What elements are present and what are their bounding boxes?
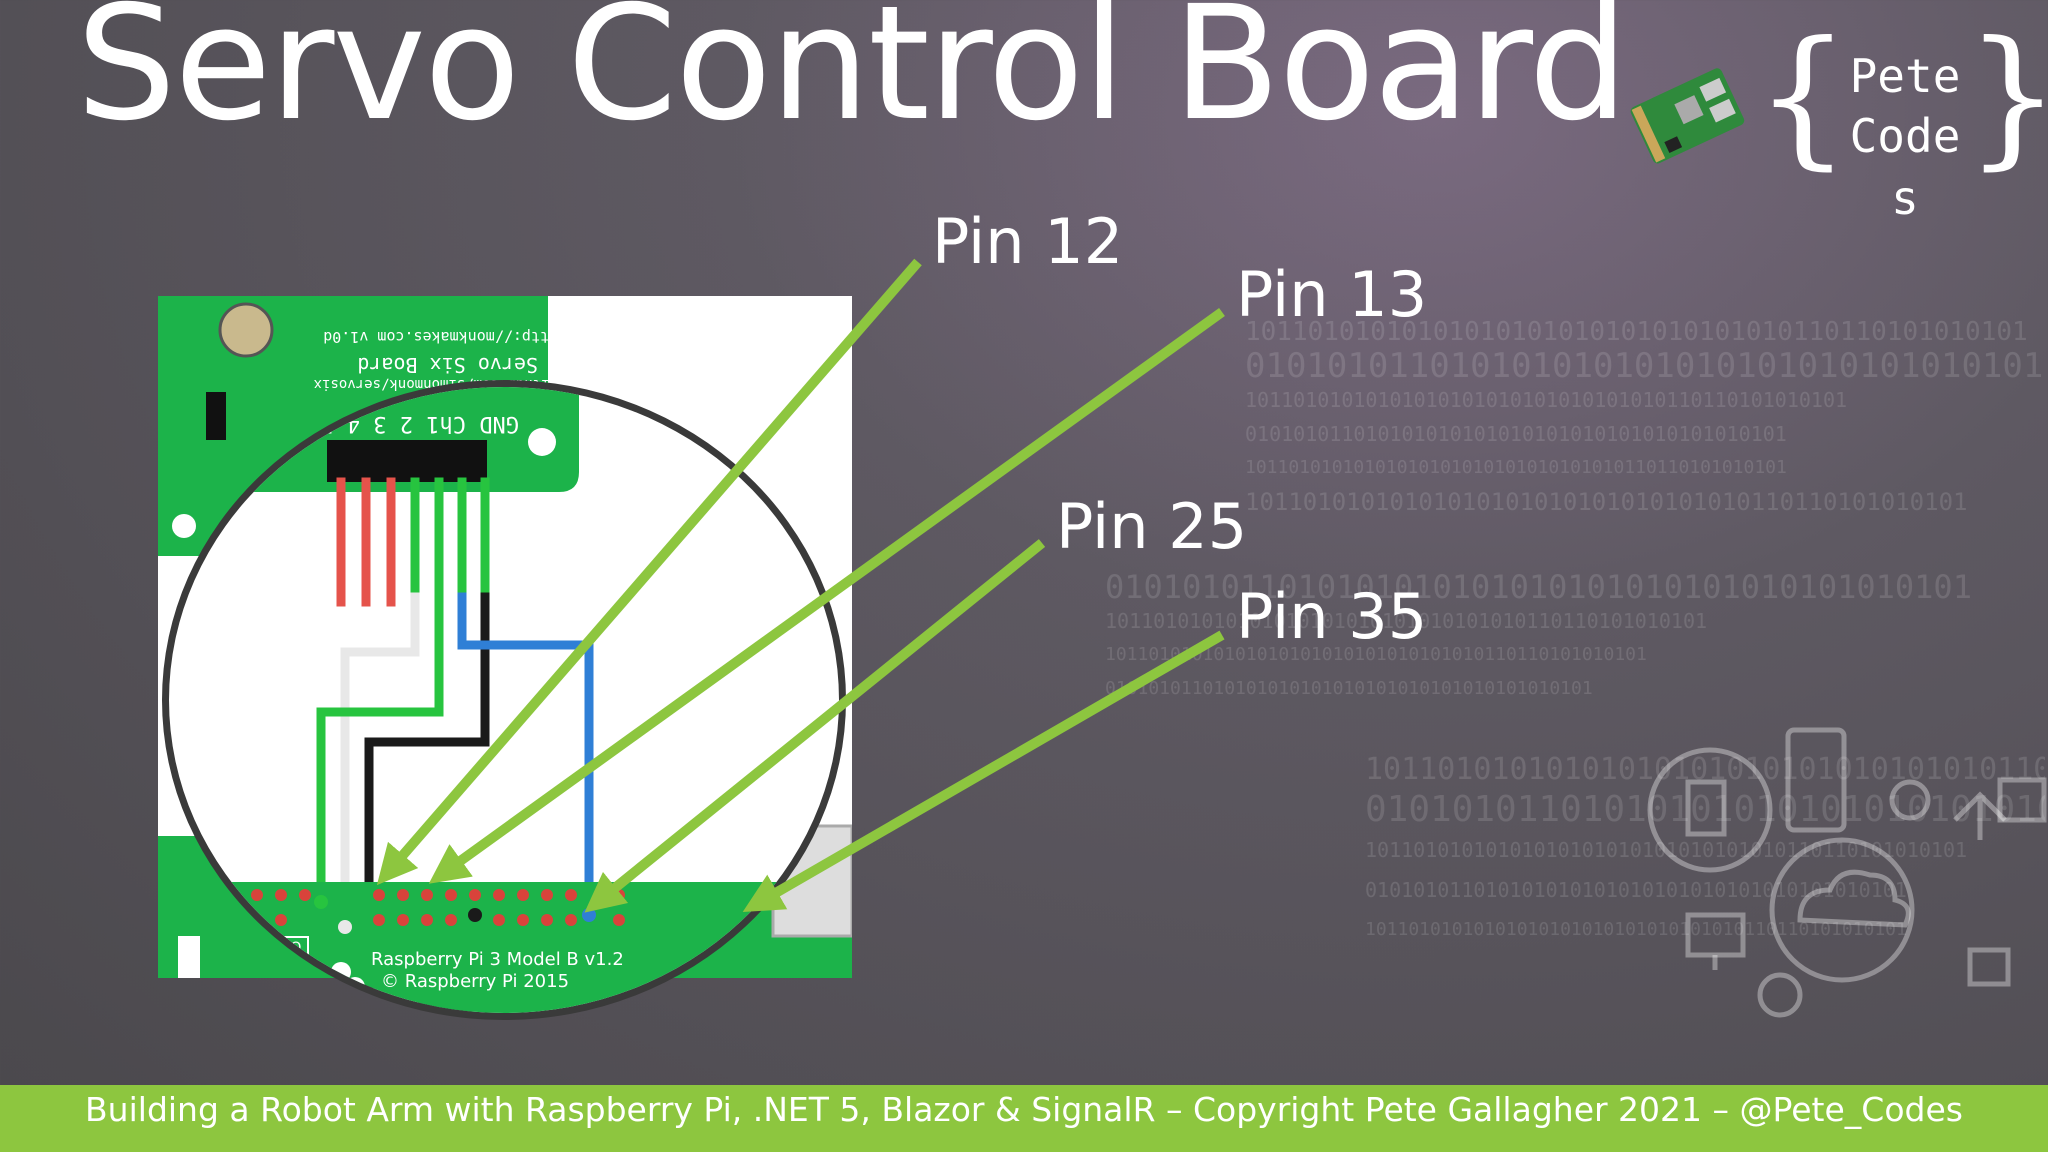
board-url-text: http://monkmakes.com v1.0d <box>323 328 558 346</box>
raspberry-pi-board-icon <box>1630 68 1745 164</box>
binary-texture: 1011010101010101010101010101010101011011… <box>1245 315 2045 519</box>
wiring-diagram-svg: GND Ch1 2 3 4 5 6 V+ <box>169 387 839 1013</box>
logo-text-line1: Pete <box>1849 49 1961 103</box>
logo-text-line3: s <box>1891 171 1919 225</box>
binary-line: 1011010101010101010101010101010101011011… <box>1365 838 1968 862</box>
binary-line: 0101010110101010101010101010101010101010… <box>1245 346 2045 386</box>
footer-bar <box>0 1085 2048 1152</box>
binary-line: 1011010101010101010101010101010101011011… <box>1105 644 1647 665</box>
pete-codes-logo: { Pete Code s } <box>1625 22 2048 225</box>
binary-line: 1011010101010101010101010101010101011011… <box>1365 919 1907 940</box>
binary-line: 1011010101010101010101010101010101011011… <box>1245 457 1787 478</box>
pi-copyright-text: © Raspberry Pi 2015 <box>381 971 569 992</box>
binary-line: 1011010101010101010101010101010101011011… <box>1245 388 1848 412</box>
binary-line: 0101010110101010101010101010101010101010… <box>1105 570 1972 606</box>
binary-line: 1011010101010101010101010101010101011011… <box>1245 317 2028 347</box>
binary-line: 0101010110101010101010101010101010101010… <box>1365 878 1907 902</box>
binary-line: 0101010110101010101010101010101010101010… <box>1365 789 2045 830</box>
brace-close: } <box>1965 22 2048 172</box>
binary-line: 0101010110101010101010101010101010101010… <box>1245 422 1787 446</box>
brace-open: { <box>1755 10 1851 184</box>
pi-model-text: Raspberry Pi 3 Model B v1.2 <box>371 949 624 970</box>
pin-12-label: Pin 12 <box>932 205 1124 278</box>
footer-text: Building a Robot Arm with Raspberry Pi, … <box>85 1090 1963 1129</box>
slide-title: Servo Control Board <box>76 0 1629 156</box>
pin-35-label: Pin 35 <box>1236 580 1428 653</box>
binary-line: 0101010110101010101010101010101010101010… <box>1105 678 1593 699</box>
logo-text-line2: Code <box>1849 109 1961 163</box>
pin-25-label: Pin 25 <box>1056 490 1248 563</box>
cloud-devices-icon <box>1647 727 2047 1018</box>
binary-texture: 0101010110101010101010101010101010101010… <box>1105 570 2005 706</box>
binary-line: 1011010101010101010101010101010101011011… <box>1365 752 2045 787</box>
pin-13-label: Pin 13 <box>1236 258 1428 331</box>
magnified-wiring-lens: GND Ch1 2 3 4 5 6 V+ <box>162 380 846 1020</box>
binary-texture: 1011010101010101010101010101010101011011… <box>1365 750 2045 950</box>
board-name-text: Servo Six Board <box>357 353 538 377</box>
binary-line: 1011010101010101010101010101010101011011… <box>1245 488 1968 516</box>
